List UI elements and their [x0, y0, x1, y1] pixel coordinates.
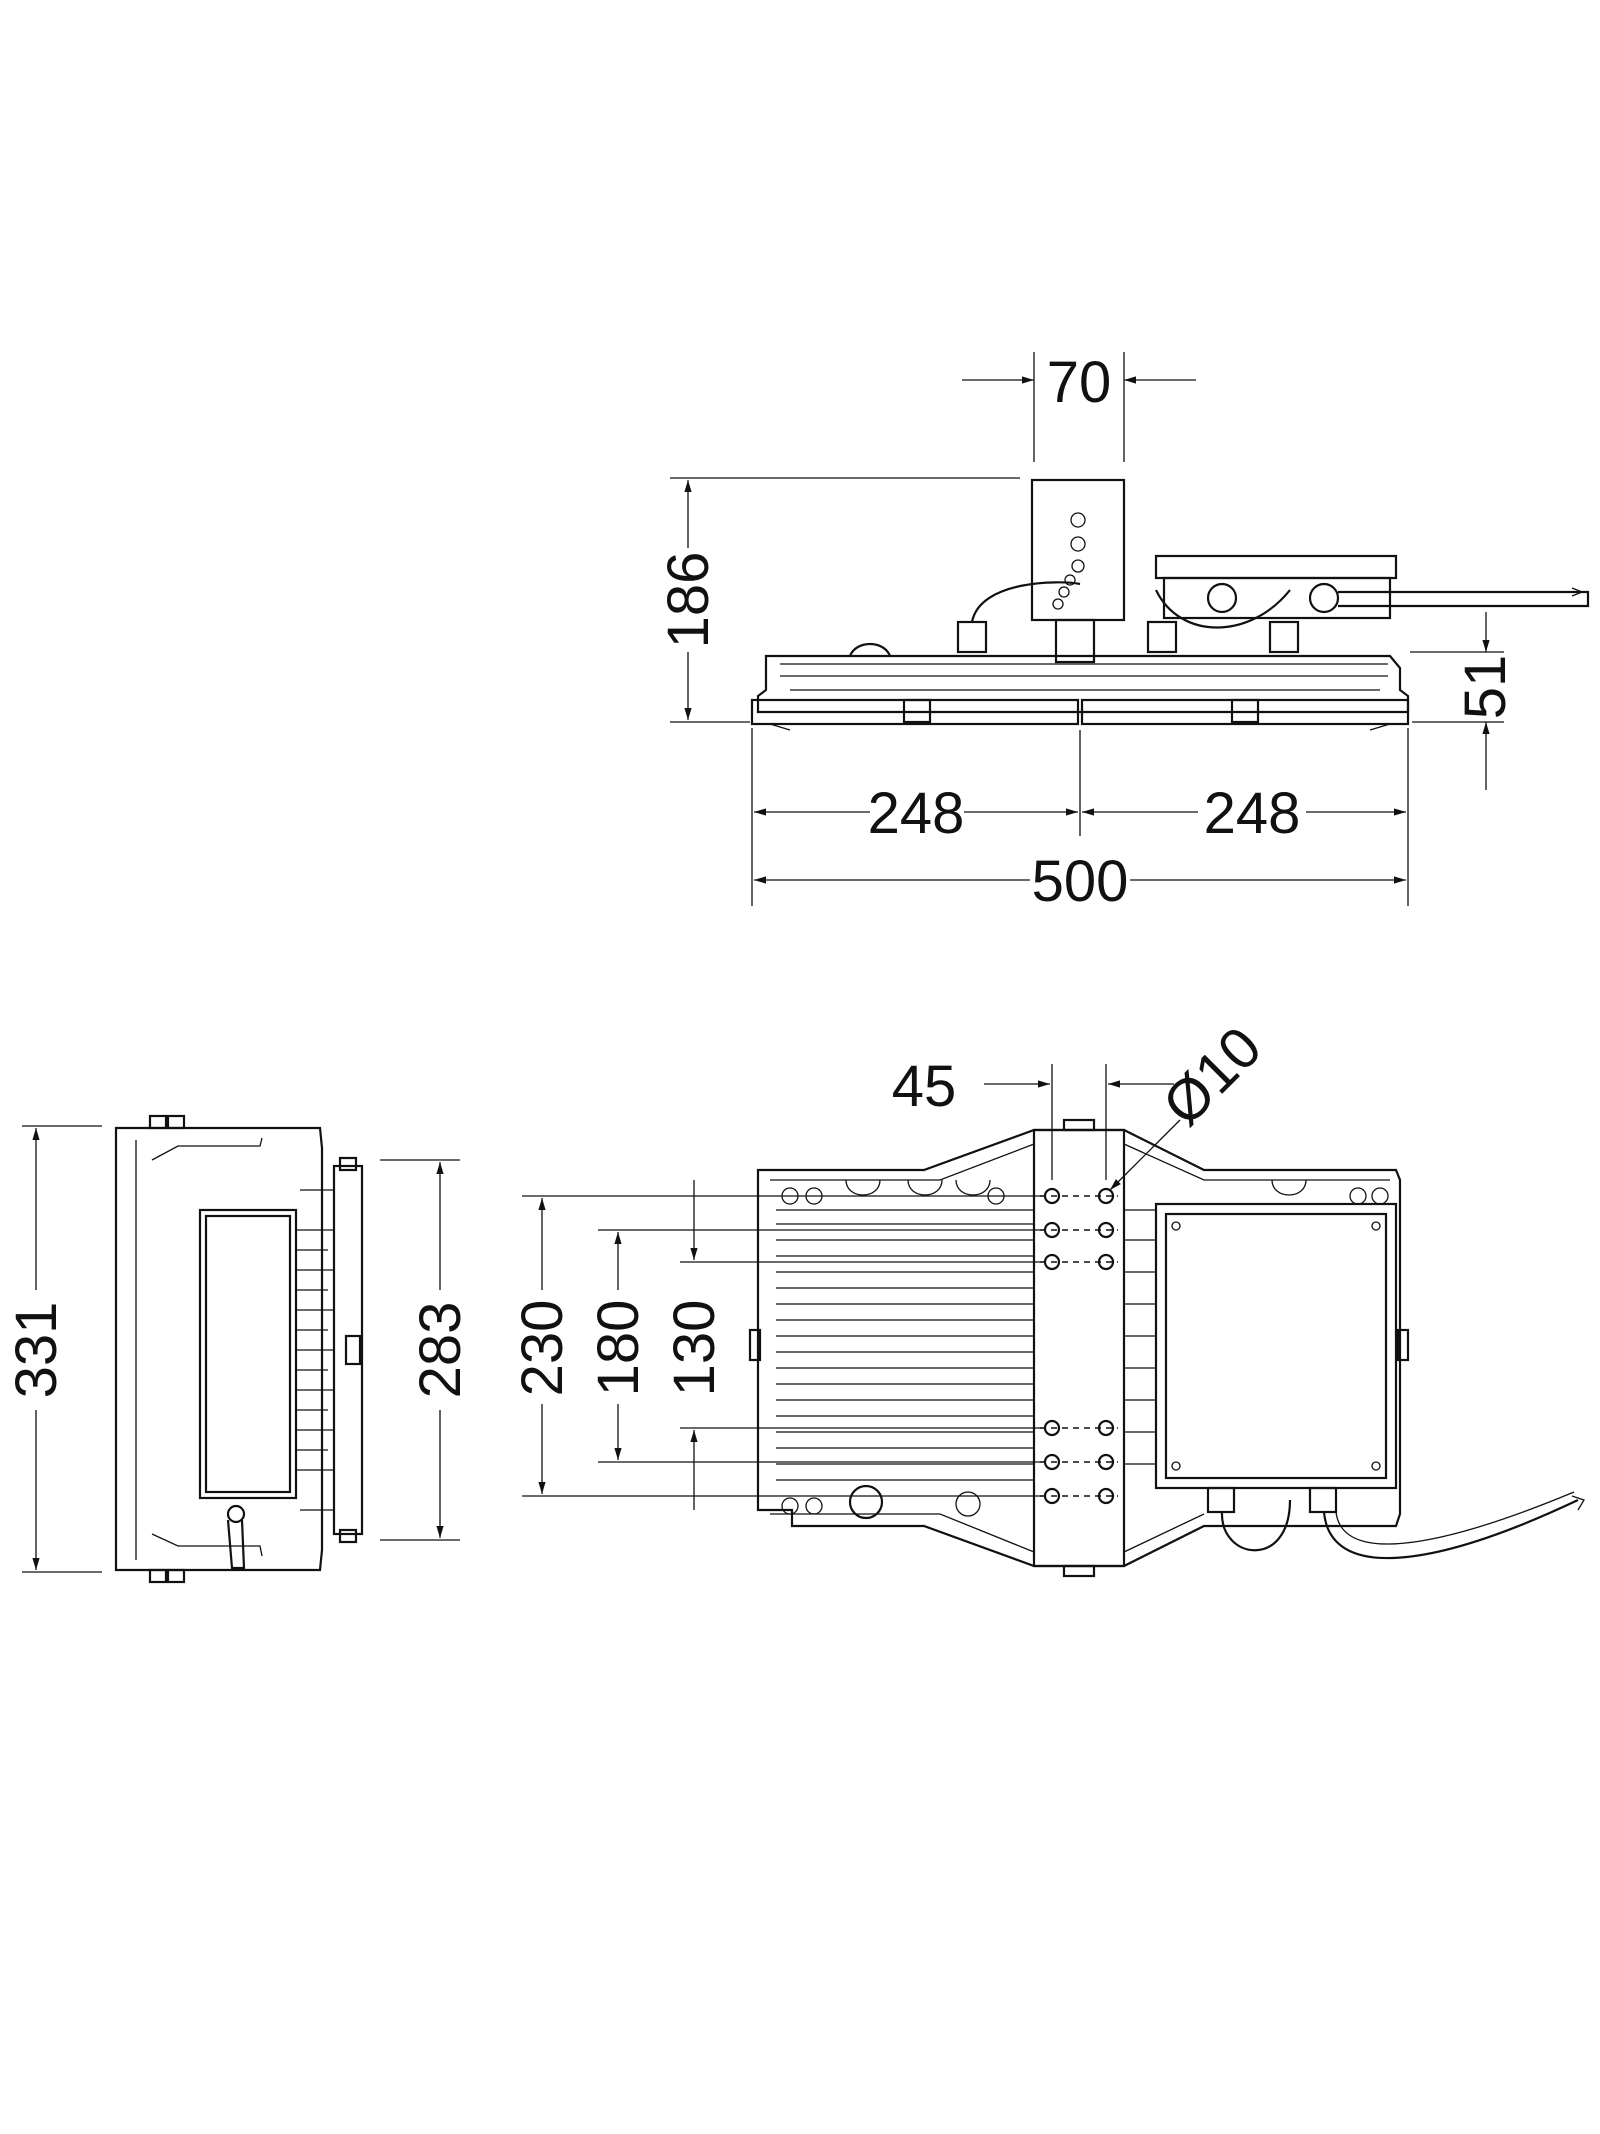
- dim-hole-spacing: 45: [892, 1054, 957, 1119]
- side-housing: [114, 1126, 324, 1572]
- front-view-dimensions: 70 186 51 248 248 500: [656, 350, 1518, 914]
- side-heatsink: [198, 1208, 298, 1500]
- bottom-heatsink-fins: [776, 1209, 1156, 1481]
- bottom-view-dimensions: 45 Ø10 230 180 130: [510, 1014, 1274, 1510]
- dim-bracket-width: 70: [1047, 350, 1112, 415]
- side-adjust-knob: [226, 1504, 246, 1524]
- junction-box: [1154, 554, 1398, 580]
- bottom-view: [748, 1118, 1585, 1578]
- front-view: [750, 478, 1590, 731]
- bottom-bracket-plate: [1032, 1128, 1126, 1568]
- dim-total-height: 186: [656, 552, 721, 649]
- bracket-hole-pattern: [1040, 1187, 1118, 1505]
- side-view-dimensions: 331 283: [4, 1125, 473, 1573]
- mounting-bracket: [1030, 478, 1126, 622]
- dim-pattern-middle: 180: [586, 1300, 651, 1397]
- driver-box: [1154, 1202, 1398, 1490]
- dim-overall-depth: 331: [4, 1302, 69, 1399]
- side-lens-frame: [332, 1164, 364, 1536]
- bottom-power-cable: [1322, 1499, 1579, 1560]
- dim-pattern-outer: 230: [510, 1300, 575, 1397]
- dim-pattern-inner: 130: [662, 1300, 727, 1397]
- bottom-cable-loop: [1220, 1499, 1292, 1552]
- dim-left-half: 248: [868, 781, 965, 846]
- dim-right-half: 248: [1204, 781, 1301, 846]
- dim-base-height: 51: [1453, 655, 1518, 720]
- dim-total-width: 500: [1032, 849, 1129, 914]
- power-cable: [1338, 590, 1590, 608]
- dim-hole-diameter: Ø10: [1150, 1014, 1273, 1137]
- heatsink-fins: [296, 1229, 334, 1471]
- side-view: [114, 1114, 364, 1584]
- dim-body-depth: 283: [408, 1302, 473, 1399]
